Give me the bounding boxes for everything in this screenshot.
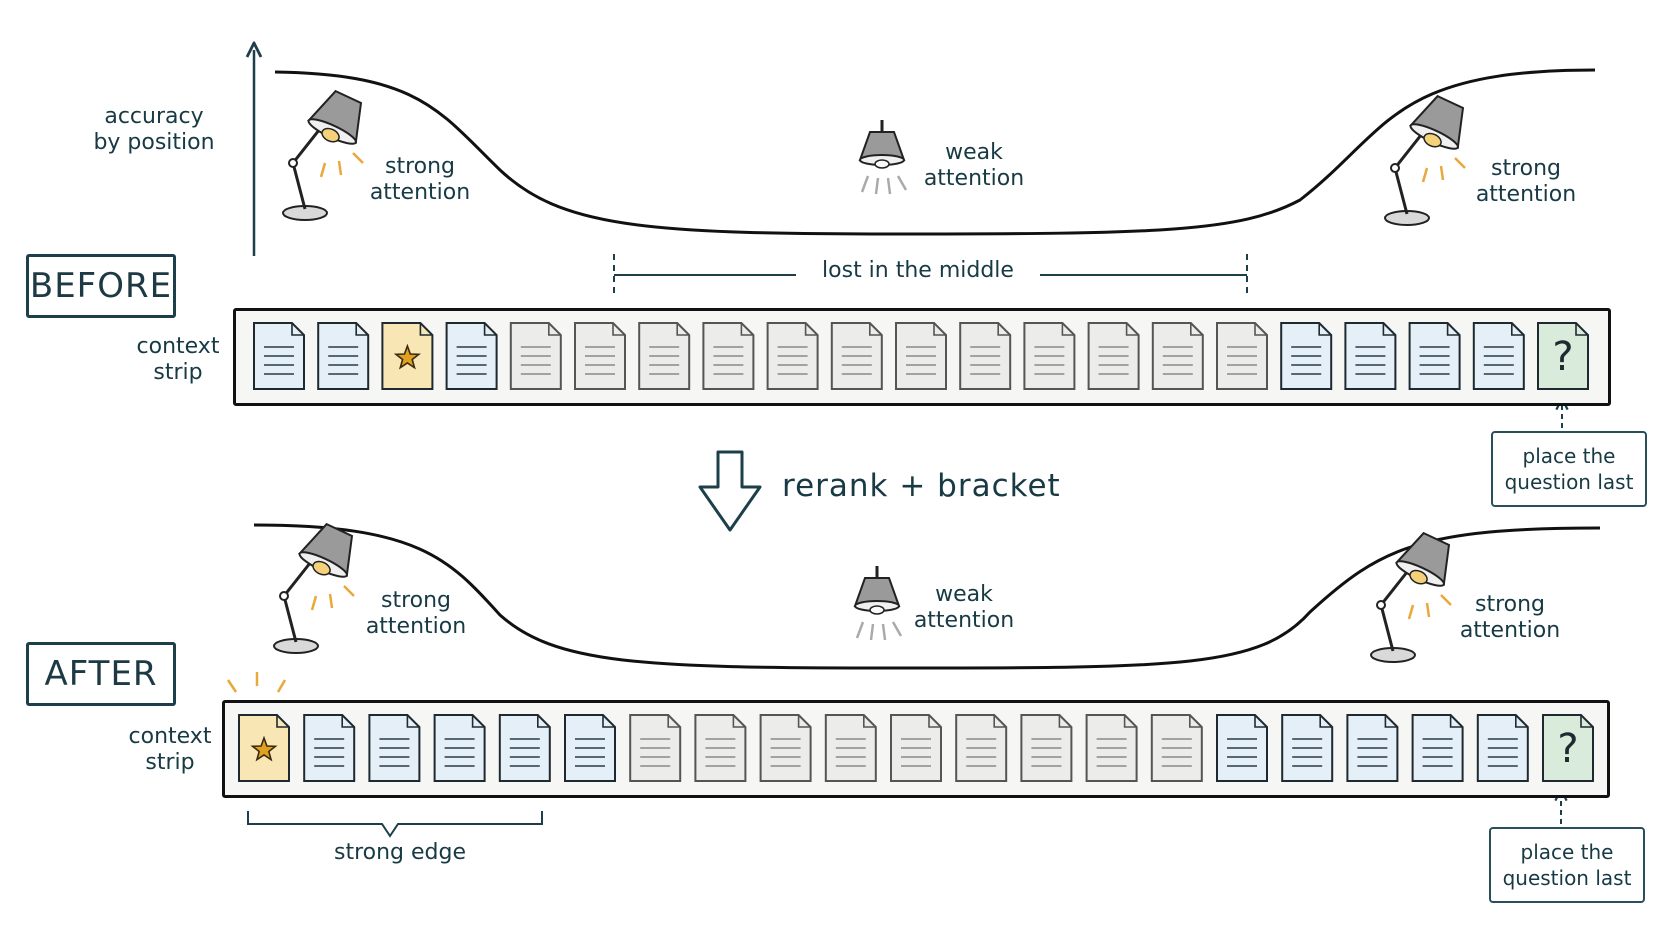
document-icon [890,714,942,782]
after-documents: ? [238,714,1594,782]
before-context-strip: ? [233,308,1611,406]
document-icon [317,322,370,390]
document-icon [574,322,626,390]
before-question-note: place the question last [1491,431,1647,507]
document-icon: ? [1542,714,1594,782]
transition-label: rerank + bracket [782,468,1061,504]
document-icon [1150,714,1203,782]
before-right-attention-label: strong attention [1468,156,1584,209]
document-icon [238,714,290,782]
after-right-line1: strong [1474,592,1546,617]
before-note-line2: question last [1504,470,1634,494]
document-icon [1151,322,1204,390]
document-icon [498,714,551,782]
axis-label: accuracy by position [84,104,224,157]
after-strip-line2: strip [145,750,195,776]
before-left-attention-label: strong attention [362,154,478,207]
document-icon [638,322,691,390]
document-icon [1087,322,1140,390]
document-icon [445,322,498,390]
after-tag-text: AFTER [44,654,158,694]
document-icon [759,714,812,782]
after-right-line2: attention [1459,618,1561,644]
document-icon [830,322,883,390]
after-note-line1: place the [1520,840,1614,864]
document-icon [1085,714,1138,782]
after-strip-label: context strip [120,724,220,777]
document-icon [702,322,755,390]
document-icon [303,714,356,782]
after-context-strip: ? [222,700,1610,798]
before-mid-attention-label: weak attention [916,140,1032,193]
before-mid-line1: weak [945,140,1003,165]
after-left-attention-label: strong attention [358,588,474,641]
document-icon [1344,322,1397,390]
star-icon [393,343,422,370]
question-icon: ? [1557,726,1578,772]
document-icon [368,714,421,782]
before-strip-line1: context [136,334,220,359]
document-icon [1476,714,1529,782]
before-strip-label: context strip [128,334,228,387]
lost-in-middle-label: lost in the middle [822,258,1014,283]
after-question-note: place the question last [1489,827,1645,903]
axis-label-line2: by position [93,130,215,156]
document-icon [824,714,877,782]
before-left-line2: attention [369,180,471,206]
document-icon [1020,714,1073,782]
document-icon [959,322,1012,390]
document-icon [1216,714,1268,782]
document-icon [1472,322,1525,390]
document-icon [1023,322,1076,390]
document-icon [1346,714,1399,782]
after-mid-line2: attention [913,608,1015,634]
document-icon [1281,714,1334,782]
document-icon [433,714,486,782]
document-icon [381,322,434,390]
document-icon [564,714,616,782]
document-icon: ? [1537,322,1589,390]
before-note-line1: place the [1522,444,1616,468]
after-note-line2: question last [1502,866,1632,890]
before-tag: BEFORE [26,254,176,318]
question-icon: ? [1552,334,1573,380]
star-icon [250,735,278,762]
before-documents: ? [253,322,1589,390]
strong-edge-label: strong edge [333,840,466,865]
document-icon [1216,322,1268,390]
document-icon [1411,714,1464,782]
before-tag-text: BEFORE [29,266,173,306]
after-strip-line1: context [128,724,212,749]
document-icon [895,322,947,390]
document-icon [955,714,1008,782]
after-right-attention-label: strong attention [1452,592,1568,645]
document-icon [509,322,562,390]
document-icon [694,714,747,782]
after-mid-attention-label: weak attention [906,582,1022,635]
before-mid-line2: attention [923,166,1025,192]
document-icon [1408,322,1461,390]
before-strip-line2: strip [153,360,203,386]
before-right-line1: strong [1490,156,1562,181]
before-right-line2: attention [1475,182,1577,208]
after-tag: AFTER [26,642,176,706]
after-left-line2: attention [365,614,467,640]
document-icon [1280,322,1333,390]
document-icon [766,322,819,390]
after-left-line1: strong [380,588,452,613]
after-mid-line1: weak [935,582,993,607]
before-left-line1: strong [384,154,456,179]
axis-label-line1: accuracy [104,104,204,129]
document-icon [629,714,682,782]
document-icon [253,322,305,390]
